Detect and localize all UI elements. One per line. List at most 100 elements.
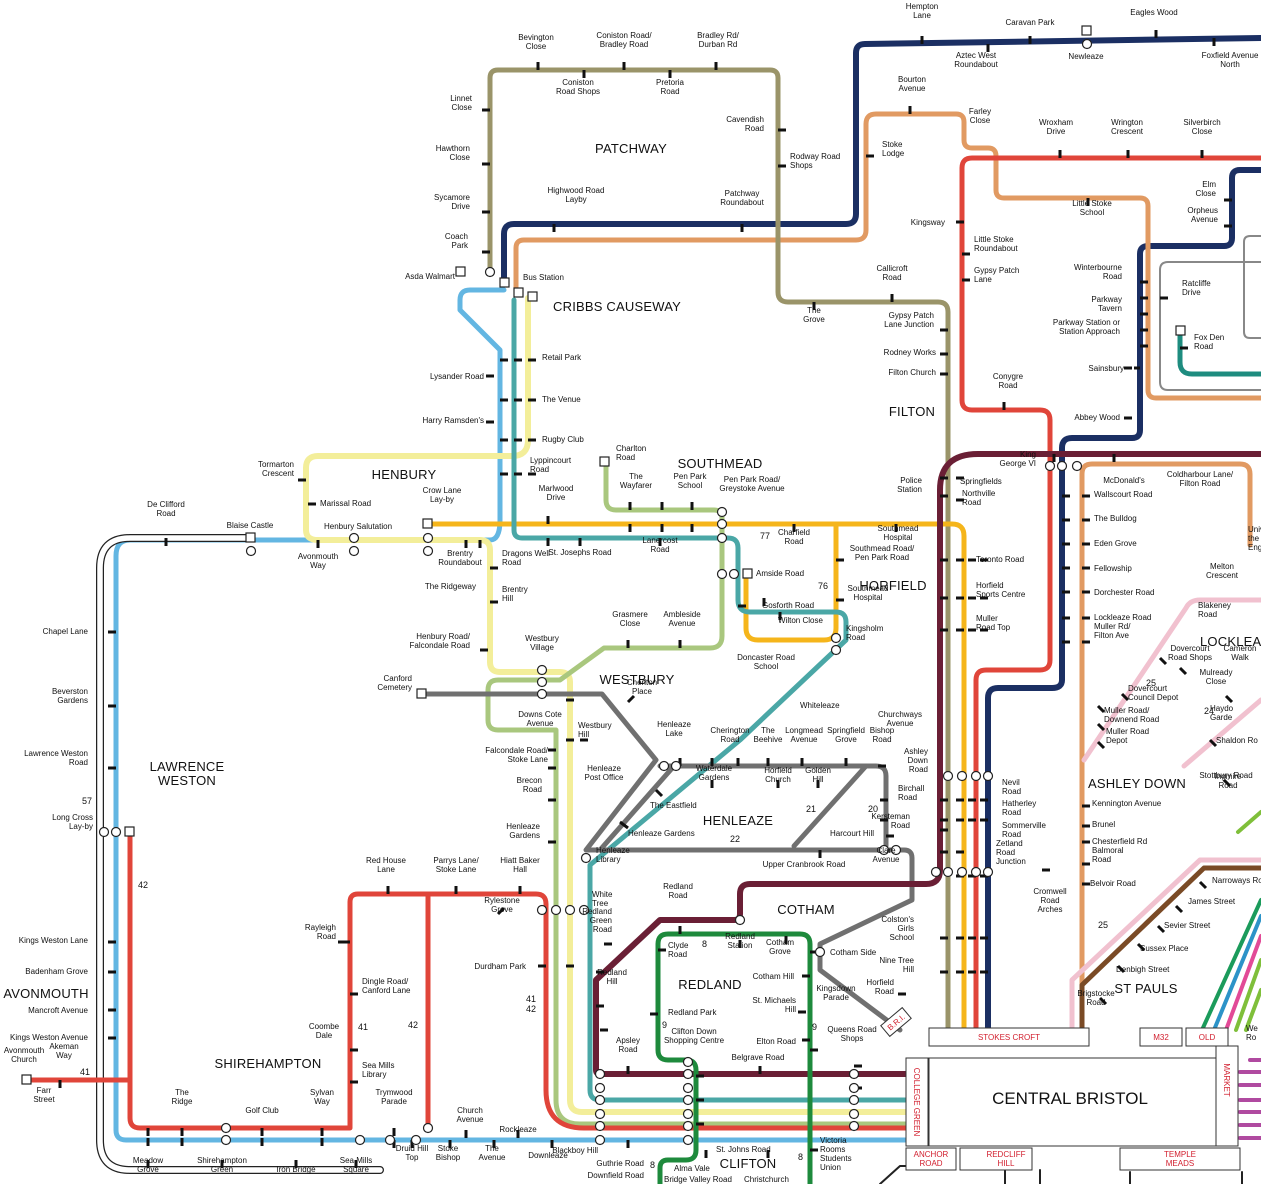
stop-label[interactable]: James Street [1188, 897, 1236, 906]
route-line-orange-2[interactable] [1079, 461, 1253, 1033]
stop-label[interactable]: Muller Rd/Filton Ave [1094, 622, 1131, 640]
stop-label[interactable]: Kingsway [911, 218, 945, 227]
stop-label[interactable]: Bridge Valley Road [664, 1175, 732, 1184]
stop-label[interactable]: The Ridgeway [425, 582, 476, 591]
stop-label[interactable]: Durdham Park [474, 962, 527, 971]
stop-label[interactable]: Coldharbour Lane/Filton Road [1167, 470, 1234, 488]
stop-label[interactable]: Brunel [1092, 820, 1115, 829]
route-line-navy-east[interactable] [985, 167, 1261, 1033]
stop-label[interactable]: Guthrie Road [596, 1159, 644, 1168]
route-line-brown[interactable] [1079, 865, 1261, 1033]
stop-label[interactable]: Bus Station [523, 273, 564, 282]
bri-box[interactable] [880, 1006, 912, 1038]
stop-label[interactable]: Lysander Road [430, 372, 484, 381]
stop-label[interactable]: Sainsbury [1088, 364, 1124, 373]
stop-label[interactable]: Eagles Wood [1130, 8, 1177, 17]
stop-label[interactable]: Harcourt Hill [830, 829, 874, 838]
stop-label[interactable]: Toronto Road [976, 555, 1024, 564]
stop-label[interactable]: Cotham Side [830, 948, 877, 957]
stop-label[interactable]: Lockleaze Road [1094, 613, 1151, 622]
stop-label[interactable]: Asda Walmart [405, 272, 456, 281]
stop-label[interactable]: Alma Vale [674, 1164, 710, 1173]
route-line-light-green[interactable] [485, 461, 918, 1127]
stop-label[interactable]: Kings Weston Lane [19, 936, 89, 945]
stop-label[interactable]: Christchurch [744, 1175, 789, 1184]
route-line-olive[interactable] [487, 67, 951, 1033]
route-line-maroon[interactable] [593, 451, 1261, 1077]
route-line-grey[interactable] [419, 691, 915, 1033]
route-line-orange[interactable] [513, 111, 1261, 401]
stop-label[interactable]: Retail Park [542, 353, 582, 362]
stop-label[interactable]: Wilton Close [778, 616, 823, 625]
route-line-navy[interactable] [501, 35, 1261, 287]
stop-label[interactable]: Sevier Street [1164, 921, 1211, 930]
stop-label[interactable]: Muller Road/Downend Road [1104, 706, 1159, 724]
stop-label[interactable]: McDonald's [1103, 476, 1145, 485]
redcliff-hill-box[interactable] [959, 1147, 1033, 1171]
route-line-yellow-loop[interactable] [743, 521, 839, 643]
stop-label[interactable]: Springfields [960, 477, 1002, 486]
stop-label[interactable]: Harry Ramsden's [422, 416, 484, 425]
college-green-box[interactable] [905, 1057, 929, 1147]
stop-label[interactable]: Dorchester Road [1094, 588, 1154, 597]
stop-label[interactable]: St. Josephs Road [548, 548, 611, 557]
stop-label[interactable]: Fellowship [1094, 564, 1132, 573]
stop-label[interactable]: The Bulldog [1094, 514, 1137, 523]
